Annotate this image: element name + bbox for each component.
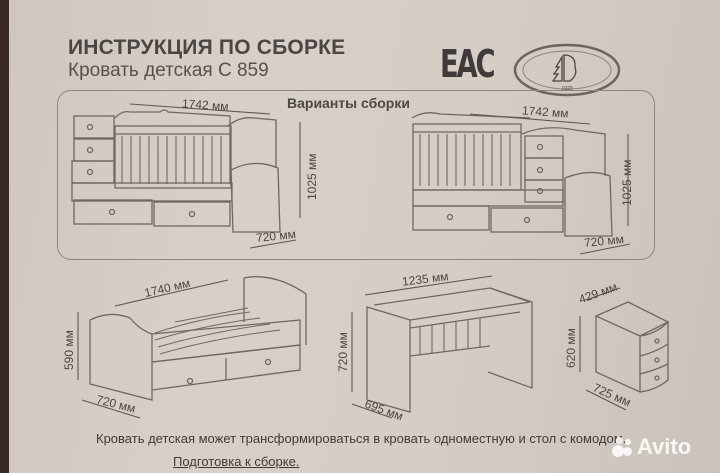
dimension-arrows [77,103,631,419]
single-bed-drawing [89,276,307,401]
assembly-variants-frame [57,90,655,260]
bed-variant-right-drawing [411,112,613,237]
avito-watermark-text: Avito [637,434,692,459]
preparation-section-link[interactable]: Подготовка к сборке. [173,454,300,469]
manufacturer-logo-icon: 1923 [513,43,621,97]
chest-height: 620 мм [564,328,578,368]
avito-dots-icon [612,437,634,457]
left-variant-height: 1025 мм [305,153,319,200]
single-bed-height: 590 мм [62,330,76,370]
product-name: Кровать детская С 859 [68,60,269,81]
transformation-description: Кровать детская может трансформироваться… [96,431,627,446]
eac-certification-mark: EAC [440,42,496,86]
desk-height: 720 мм [336,332,350,372]
chest-of-drawers-drawing [594,301,670,394]
avito-watermark: Avito [612,434,691,460]
bed-variant-left-drawing [71,109,281,233]
desk-drawing [366,287,533,413]
document-title: ИНСТРУКЦИЯ ПО СБОРКЕ [68,36,346,59]
right-variant-height: 1025 мм [620,159,634,206]
svg-text:1923: 1923 [561,86,572,92]
assembly-variants-label: Варианты сборки [287,95,410,111]
